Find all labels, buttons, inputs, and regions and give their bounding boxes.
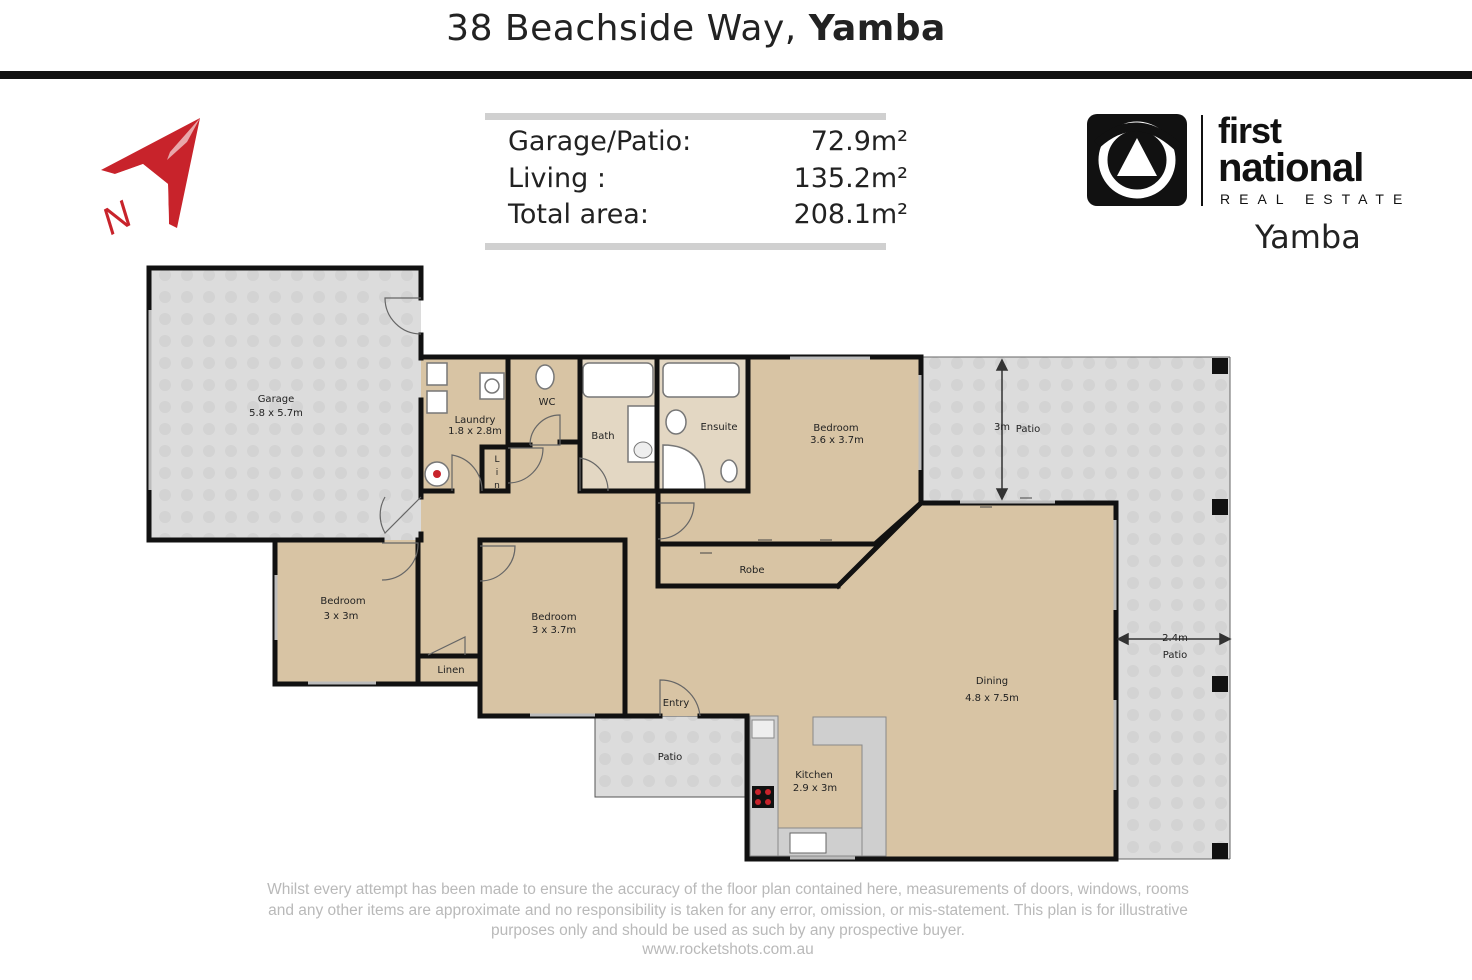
- area-label: Garage/Patio:: [508, 126, 692, 157]
- kitchen-island: [812, 716, 887, 857]
- patio-side-dimension: 2.4m: [1162, 633, 1188, 644]
- lin-letter: L: [494, 455, 499, 465]
- disclaimer-line: purposes only and should be used as such…: [491, 922, 965, 939]
- room-patio-top-name: Patio: [1016, 424, 1041, 435]
- room-kitchen-name: Kitchen: [795, 770, 833, 781]
- room-bedroom-mid-dims: 3 x 3.7m: [532, 625, 576, 636]
- patio-front-paving: [594, 715, 748, 798]
- patio-post: [1212, 358, 1228, 374]
- room-garage-dims: 5.8 x 5.7m: [249, 408, 303, 419]
- logo-word-real-estate: REAL ESTATE: [1220, 191, 1412, 207]
- lin-letter: i: [496, 468, 499, 478]
- north-compass-icon: N: [95, 118, 200, 237]
- laundry-sink-icon: [426, 390, 448, 414]
- disclaimer: Whilst every attempt has been made to en…: [236, 880, 1220, 942]
- ensuite-basin-icon: [665, 409, 687, 435]
- logo-swoosh: [1093, 122, 1183, 152]
- patio-side-paving: [1116, 503, 1230, 859]
- lin-letter: n: [494, 481, 500, 491]
- garage-floor: [149, 268, 421, 540]
- room-patio-side-name: Patio: [1163, 650, 1188, 661]
- cooktop-icon: [752, 786, 774, 808]
- room-bedroom-mid-name: Bedroom: [531, 612, 576, 623]
- room-bedroom-main-dims: 3.6 x 3.7m: [810, 435, 864, 446]
- ensuite-tub-icon: [662, 362, 740, 398]
- room-linen-name: Linen: [437, 665, 464, 676]
- logo-word-first: first: [1218, 110, 1282, 151]
- address-suburb: Yamba: [808, 8, 946, 49]
- ensuite-toilet-icon: [720, 459, 738, 483]
- compass-arrow: [101, 118, 200, 228]
- address-street: 38 Beachside Way,: [446, 8, 809, 49]
- disclaimer-line: and any other items are approximate and …: [268, 901, 1188, 919]
- first-national-logo-icon: [1087, 114, 1187, 206]
- area-top-bar: [485, 113, 886, 120]
- patio-top-paving: [921, 357, 1230, 503]
- windows: [148, 310, 1117, 860]
- area-row-total: Total area: 208.1m²: [508, 199, 918, 235]
- logo-divider: [1201, 115, 1203, 206]
- room-dining-name: Dining: [976, 676, 1008, 687]
- patio-top-dimension: 3m: [994, 422, 1010, 433]
- room-laundry-name: Laundry: [455, 415, 496, 426]
- logo-triangle: [1117, 138, 1157, 176]
- area-value: 72.9m²: [810, 126, 908, 157]
- kitchen-sink-icon: [789, 832, 827, 854]
- area-label: Living :: [508, 163, 606, 194]
- patio-post: [1212, 499, 1228, 515]
- room-kitchen-dims: 2.9 x 3m: [793, 783, 837, 794]
- room-bath-name: Bath: [591, 431, 614, 442]
- area-row-living: Living : 135.2m²: [508, 163, 918, 199]
- room-robe-name: Robe: [739, 565, 764, 576]
- area-value: 135.2m²: [793, 163, 908, 194]
- room-labels: Garage 5.8 x 5.7m Laundry 1.8 x 2.8m WC …: [249, 394, 1188, 794]
- area-bottom-bar: [485, 243, 886, 250]
- compass-arrow-cutout: [115, 164, 169, 224]
- shower-icon: [662, 444, 706, 491]
- room-bedroom-left-dims: 3 x 3m: [324, 611, 359, 622]
- room-bedroom-main-name: Bedroom: [813, 423, 858, 434]
- room-patio-front-name: Patio: [658, 752, 683, 763]
- room-laundry-dims: 1.8 x 2.8m: [448, 426, 502, 437]
- fridge-icon: [751, 719, 775, 739]
- area-value: 208.1m²: [793, 199, 908, 230]
- header-rule: [0, 71, 1472, 79]
- area-label: Total area:: [508, 199, 649, 230]
- logo-word-national: national: [1218, 146, 1364, 190]
- patio-post: [1212, 676, 1228, 692]
- wc-toilet-icon: [535, 364, 555, 390]
- washing-machine-icon: [479, 372, 505, 400]
- logo-office-name: Yamba: [1255, 218, 1361, 256]
- room-bedroom-left-name: Bedroom: [320, 596, 365, 607]
- room-ensuite-name: Ensuite: [700, 422, 737, 433]
- room-garage-name: Garage: [258, 394, 295, 405]
- patio-post: [1212, 843, 1228, 859]
- compass-arrow-highlight: [167, 118, 200, 160]
- disclaimer-line: Whilst every attempt has been made to en…: [267, 881, 1189, 898]
- door-swings: [379, 297, 701, 717]
- bath-tub-icon: [582, 362, 654, 398]
- room-entry-name: Entry: [663, 698, 690, 709]
- sliding-door-arrows: [700, 497, 1032, 554]
- dimension-lines: [995, 358, 1232, 646]
- area-row-garage-patio: Garage/Patio: 72.9m²: [508, 126, 918, 162]
- bath-vanity-icon: [627, 405, 659, 463]
- laundry-tub-icon: [426, 362, 448, 386]
- room-wc-name: WC: [539, 397, 556, 408]
- website-link[interactable]: www.rocketshots.com.au: [642, 941, 814, 958]
- property-address: 38 Beachside Way, Yamba: [0, 8, 1392, 49]
- room-dining-dims: 4.8 x 7.5m: [965, 693, 1019, 704]
- interior-floor: [275, 357, 1116, 859]
